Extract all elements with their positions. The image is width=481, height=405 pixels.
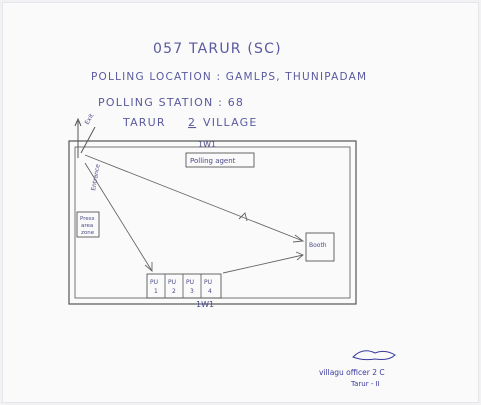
flow-arrow-head-booth (292, 234, 305, 243)
pu-cell-3: PU 3 (186, 279, 194, 295)
polling-station: POLLING STATION : 68 (98, 96, 244, 109)
exit-label: Exit (84, 112, 96, 126)
booth-box: Booth (305, 232, 335, 262)
polling-agent-frame (185, 152, 255, 168)
press-area-line3: zone (81, 230, 95, 236)
entry-arrow-head (74, 117, 82, 127)
village-suffix: VILLAGE (203, 116, 257, 129)
polling-agent-label: Polling agent (190, 157, 236, 165)
village-number: 2 (188, 116, 196, 129)
officer-signature: villagu officer 2 C Tarur - II (319, 350, 396, 388)
village-prefix: TARUR (122, 116, 166, 129)
press-area-line2: area (81, 223, 93, 229)
top-wall-label: 1W1 (198, 140, 216, 149)
constituency-title: 057 TARUR (SC) (153, 41, 282, 57)
booth-label: Booth (309, 242, 327, 249)
hand-drawn-diagram: 057 TARUR (SC) POLLING LOCATION : GAMLPS… (68, 41, 396, 388)
inner-wall (74, 146, 351, 299)
signature-scribble (352, 350, 396, 361)
flow-arrow-pu-to-booth (222, 254, 304, 274)
pu-2-top: PU (168, 279, 176, 286)
press-area-box: Press area zone (76, 211, 100, 238)
pu-4-bottom: 4 (208, 288, 212, 295)
entrance-label: Entrance (90, 163, 102, 191)
polling-location: POLLING LOCATION : GAMLPS, THUNIPADAM (91, 71, 367, 83)
pu-2-bottom: 2 (172, 288, 176, 295)
flow-arrow-to-booth (84, 154, 304, 242)
polling-agent-box: Polling agent (185, 152, 255, 168)
exit-line (80, 126, 96, 154)
pu-3-bottom: 3 (190, 288, 194, 295)
signature-line1: villagu officer 2 C (319, 368, 385, 377)
polling-units: PU 1 PU 2 PU 3 PU 4 (146, 273, 222, 299)
pu-group-frame (146, 273, 222, 299)
village-line: TARUR 2 VILLAGE (122, 116, 257, 129)
flow-arrow-mid-head (238, 212, 248, 222)
flow-arrow-head-pu (144, 262, 153, 272)
pu-cell-1: PU 1 (150, 279, 158, 295)
pu-1-bottom: 1 (154, 288, 158, 295)
flow-arrow-to-pu (84, 162, 153, 272)
booth-frame (305, 232, 335, 262)
press-area-frame (76, 211, 100, 238)
voter-flow (84, 154, 305, 274)
bottom-wall-label: 1W1 (196, 300, 214, 309)
flow-arrow-head-pu-booth (295, 251, 304, 261)
pu-cell-2: PU 2 (168, 279, 176, 295)
signature-line2: Tarur - II (350, 380, 380, 388)
pu-cell-4: PU 4 (204, 279, 212, 295)
outer-wall (68, 140, 357, 305)
pu-4-top: PU (204, 279, 212, 286)
pu-1-top: PU (150, 279, 158, 286)
press-area-line1: Press (80, 216, 95, 222)
entrance-marker (74, 117, 96, 158)
pu-3-top: PU (186, 279, 194, 286)
